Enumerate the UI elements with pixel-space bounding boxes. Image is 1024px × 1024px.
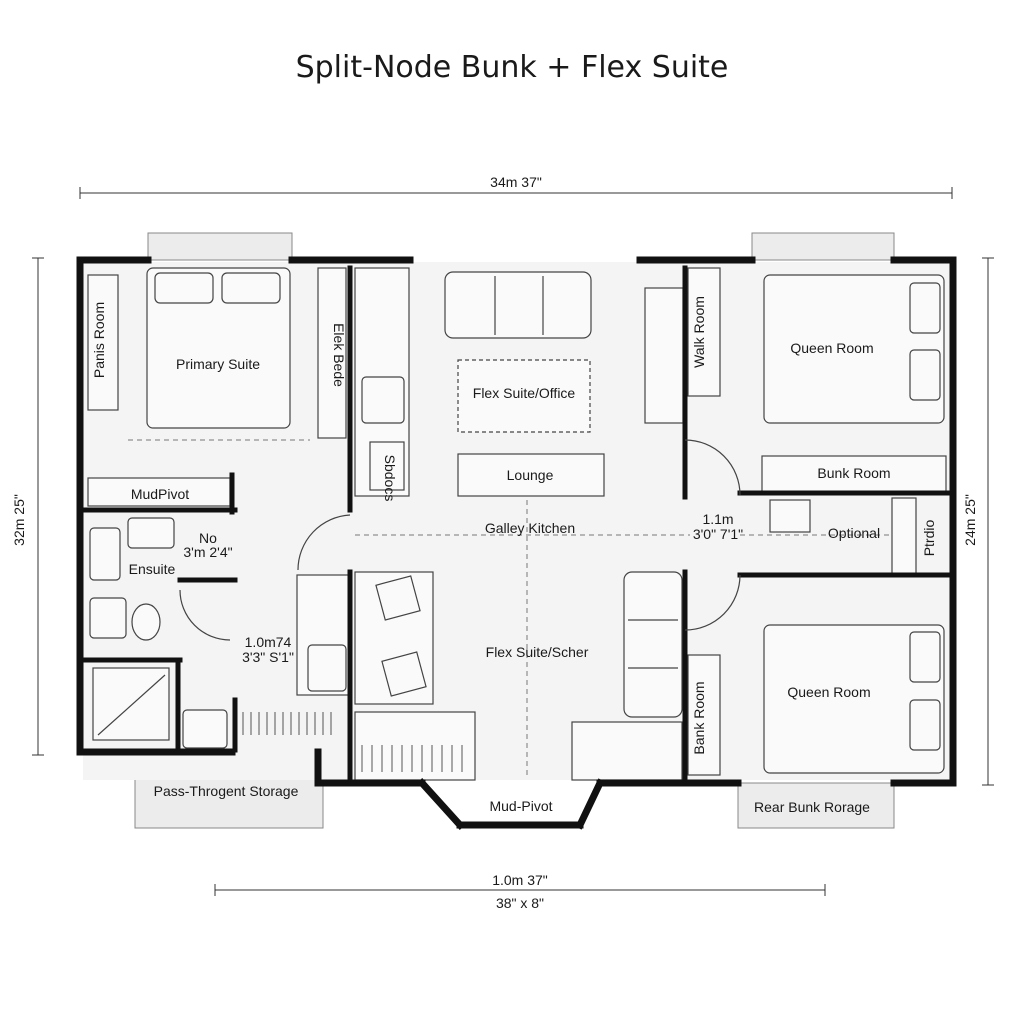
label-queen-bottom: Queen Room (787, 684, 870, 700)
label-bank-room: Bank Room (691, 681, 707, 754)
label-panis-room: Panis Room (91, 302, 107, 378)
label-no: No (199, 530, 217, 546)
room-labels: 34m 37" 32m 25" 24m 25" 1.0m 37" 38" x 8… (11, 174, 978, 911)
label-flex-scher: Flex Suite/Scher (486, 644, 589, 660)
plan-title: Split-Node Bunk + Flex Suite (295, 50, 729, 85)
label-primary-suite: Primary Suite (176, 356, 260, 372)
dim-bottom-1: 1.0m 37" (492, 872, 548, 888)
dim-bottom-2: 38" x 8" (496, 895, 544, 911)
label-no-dim: 3'm 2'4" (183, 544, 232, 560)
label-walk-room: Walk Room (691, 296, 707, 368)
exterior-walls (76, 256, 957, 830)
interior-walls (82, 265, 951, 783)
storage-hatching (242, 712, 463, 772)
label-hall-dim-1: 1.0m74 (245, 634, 292, 650)
label-rear-bunk: Rear Bunk Rorage (754, 799, 870, 815)
label-optional: Optional (828, 525, 880, 541)
circulation-lines (128, 439, 890, 775)
dim-top: 34m 37" (490, 174, 542, 190)
label-lounge: Lounge (507, 467, 554, 483)
label-galley: Galley Kitchen (485, 520, 575, 536)
dimension-lines (32, 187, 994, 896)
label-mid-dim-1: 1.1m (702, 511, 733, 527)
bump-outs (134, 232, 895, 829)
label-elek-bede: Elek Bede (331, 323, 347, 387)
label-mud-pivot-bottom: Mud-Pivot (489, 798, 552, 814)
label-sbdocs: Sbdocs (382, 455, 398, 502)
label-mid-dim-2: 3'0" 7'1" (693, 526, 743, 542)
label-ptrdio: Ptrdio (921, 520, 937, 557)
furniture (87, 267, 947, 781)
label-flex-office: Flex Suite/Office (473, 385, 576, 401)
dim-right: 24m 25" (962, 494, 978, 546)
label-ensuite: Ensuite (129, 561, 176, 577)
label-queen-top: Queen Room (790, 340, 873, 356)
label-hall-dim-2: 3'3" S'1" (242, 649, 294, 665)
label-mudpivot-left: MudPivot (131, 486, 189, 502)
dim-left: 32m 25" (11, 494, 27, 546)
door-swings (179, 439, 741, 641)
label-bunk-room: Bunk Room (817, 465, 890, 481)
label-pass-storage: Pass-Throgent Storage (154, 783, 299, 799)
